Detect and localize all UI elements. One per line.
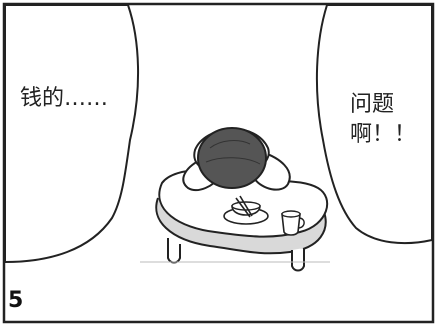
speech-text-right-line2: 啊！！ — [350, 122, 417, 147]
chopsticks — [239, 195, 253, 217]
speech-bubble-right — [315, 4, 433, 245]
speech-text-left: 钱的…… — [20, 86, 109, 111]
table-leg-left — [167, 238, 181, 264]
speech-bubble-left — [4, 4, 139, 264]
speech-text-right-line1: 问题 — [350, 92, 395, 117]
panel-number: 5 — [8, 288, 24, 313]
table-leg-right — [291, 248, 305, 272]
speech-text-right: 问题 啊！！ — [350, 90, 416, 150]
cup — [281, 213, 301, 236]
